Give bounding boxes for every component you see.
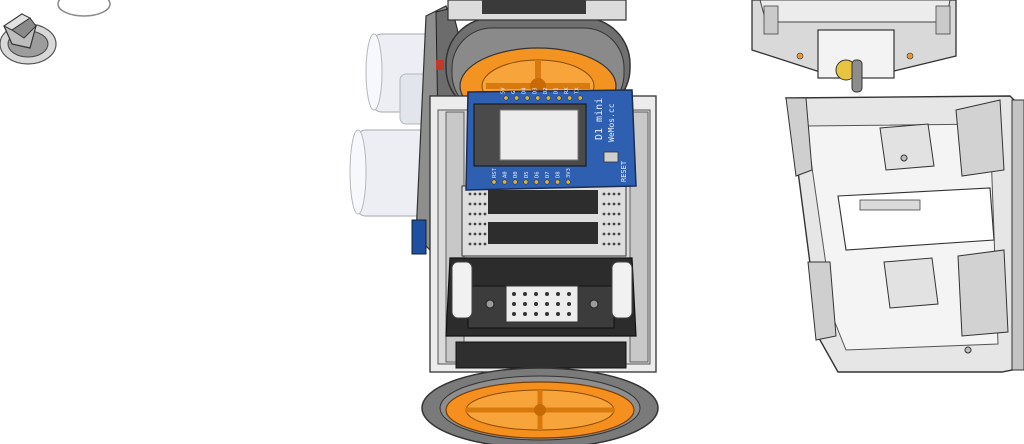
pin-label-bottom: D7 xyxy=(545,171,551,178)
pin-hole-top xyxy=(567,95,573,101)
pin-label-bottom: D5 xyxy=(524,171,530,178)
pin-label-bottom: 3V3 xyxy=(566,168,572,178)
battery-holder xyxy=(445,257,637,369)
pin-hole-top xyxy=(556,95,562,101)
pin-label-top: D1 xyxy=(554,87,560,94)
pin-label-bottom: D8 xyxy=(556,171,562,178)
pin-label-top: D2 xyxy=(543,87,549,94)
pin-hole-bottom xyxy=(491,179,497,185)
bracket-top-right xyxy=(751,0,957,93)
pin-hole-top xyxy=(577,95,583,101)
pin-label-top: G xyxy=(511,91,517,94)
pin-hole-top xyxy=(503,95,509,101)
proto-board xyxy=(461,185,627,257)
pin-hole-top xyxy=(524,95,530,101)
pin-label-bottom: RST xyxy=(492,167,498,178)
pin-hole-bottom xyxy=(502,179,508,185)
pin-hole-top xyxy=(545,95,551,101)
pin-hole-bottom xyxy=(512,179,518,185)
pin-hole-bottom xyxy=(533,179,539,185)
pin-hole-top xyxy=(535,95,541,101)
bottom-wheel xyxy=(421,367,659,444)
pin-hole-bottom xyxy=(565,179,571,185)
pin-label-bottom: D6 xyxy=(534,171,540,178)
board-reset-label: RESET xyxy=(620,160,628,182)
d1-mini-board: 5V G D4 D3 D2 D1 RX TX RST A0 D0 D5 D6 D7 D8 3V3 D1 mi… xyxy=(465,87,637,191)
pin-hole-bottom xyxy=(544,179,550,185)
pin-hole-bottom xyxy=(555,179,561,185)
board-brand-label: D1 mini xyxy=(594,98,605,140)
pin-hole-top xyxy=(514,95,520,101)
pin-label-bottom: D0 xyxy=(513,171,519,178)
pin-hole-bottom xyxy=(523,179,529,185)
pin-label-top: RX xyxy=(564,87,570,94)
board-maker-label: WeMos.cc xyxy=(607,103,616,142)
pin-label-top: TX xyxy=(575,87,581,94)
chassis-open-right xyxy=(785,95,1024,373)
caster-wheel xyxy=(0,0,111,65)
pin-label-top: 5V xyxy=(501,87,507,94)
pin-label-bottom: A0 xyxy=(503,171,509,178)
pin-label-top: D3 xyxy=(532,87,538,94)
pin-label-top: D4 xyxy=(522,87,528,94)
